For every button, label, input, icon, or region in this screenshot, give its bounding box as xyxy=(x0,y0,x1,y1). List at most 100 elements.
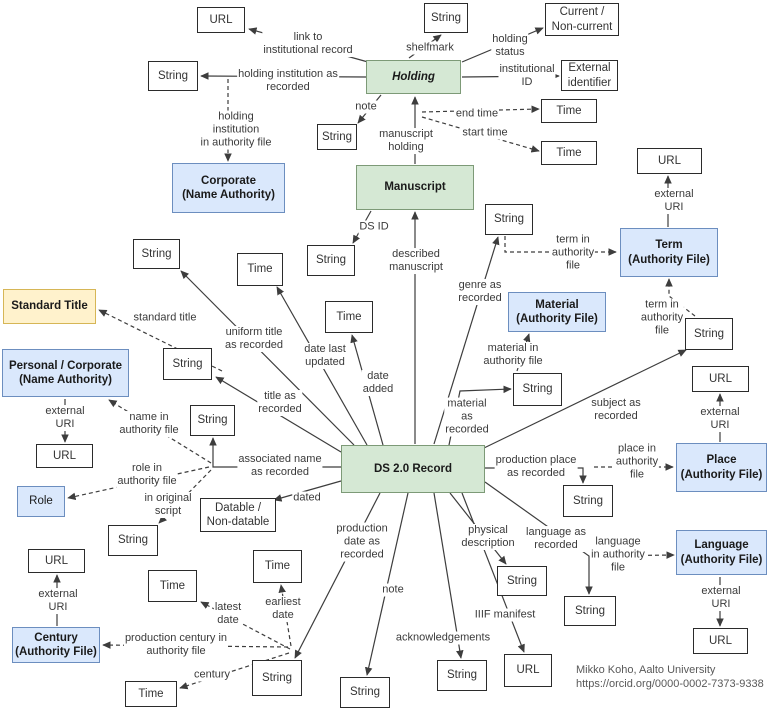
edge-uniform-title-as-recorded xyxy=(180,270,355,446)
edge-label-date-added: date added xyxy=(361,370,395,396)
edge-language-as-recorded xyxy=(484,481,593,595)
edge-label-manuscript-holding: manuscript holding xyxy=(378,128,434,154)
edge-label-external-uri-personal: external URI xyxy=(44,405,86,431)
edge-label-material-as-recorded: material as recorded xyxy=(444,397,490,437)
node-string-physical-description: String xyxy=(497,566,547,596)
node-string-original-script: String xyxy=(108,525,158,556)
edge-label-place-in-authority-file: place in authority file xyxy=(614,442,660,482)
edge-label-subject-as-recorded: subject as recorded xyxy=(590,397,642,423)
edge-label-production-date-as-recorded: production date as recorded xyxy=(335,522,389,562)
node-string-holding-institution: String xyxy=(148,61,198,91)
edge-label-physical-description: physical description xyxy=(460,524,516,550)
attribution-orcid: https://orcid.org/0000-0002-7373-9338 xyxy=(576,678,764,691)
node-string-ds-id: String xyxy=(307,245,355,276)
edge-term-in-authority-file-subject xyxy=(665,278,696,317)
node-string-title: String xyxy=(163,348,212,380)
edge-label-language-as-recorded: language as recorded xyxy=(525,526,587,552)
edge-label-shelfmark: shelfmark xyxy=(405,41,455,55)
edge-label-institutional-id: institutional ID xyxy=(498,63,556,89)
node-manuscript: Manuscript xyxy=(356,165,474,210)
edge-label-start-time: start time xyxy=(461,126,509,140)
node-role: Role xyxy=(17,486,65,517)
edge-label-earliest-date: earliest date xyxy=(264,596,302,622)
edge-label-production-place-as-recorded: production place as recorded xyxy=(494,454,578,480)
node-string-production-date: String xyxy=(252,660,302,696)
node-language-authority-file: Language (Authority File) xyxy=(676,530,767,575)
node-url-institutional: URL xyxy=(197,7,245,33)
edge-label-external-uri-language: external URI xyxy=(700,585,742,611)
node-string-acknowledgements: String xyxy=(437,660,487,691)
node-url-iiif: URL xyxy=(504,654,552,687)
edge-label-holding-institution-in-authority-file: holding institution in authority file xyxy=(199,110,273,150)
edge-subject-as-recorded xyxy=(483,349,687,449)
node-personal-corporate: Personal / Corporate (Name Authority) xyxy=(2,349,129,397)
node-url-personal: URL xyxy=(36,444,93,468)
node-string-subject: String xyxy=(685,318,733,350)
node-term-authority-file: Term (Authority File) xyxy=(620,228,718,277)
edge-label-dated: dated xyxy=(292,491,322,505)
edge-label-title-as-recorded: title as recorded xyxy=(257,390,303,416)
node-ds-record: DS 2.0 Record xyxy=(341,445,485,493)
edge-label-described-manuscript: described manuscript xyxy=(388,248,444,274)
edge-label-ds-id: DS ID xyxy=(358,220,390,234)
node-current-non-current: Current / Non-current xyxy=(545,3,619,36)
edge-term-in-authority-file-genre xyxy=(504,236,617,256)
edge-label-note-holding: note xyxy=(354,100,378,114)
node-time-century: Time xyxy=(125,681,177,707)
node-string-note-record: String xyxy=(340,677,390,708)
node-time-latest: Time xyxy=(148,570,197,602)
edge-production-date-as-recorded xyxy=(294,492,381,659)
node-time-date-last-updated: Time xyxy=(237,253,283,286)
edges-group xyxy=(53,27,724,690)
node-url-place: URL xyxy=(692,366,749,392)
edge-label-standard-title: standard title xyxy=(132,311,198,325)
edge-label-iiif-manifest: IIIF manifest xyxy=(473,608,537,622)
node-material-authority-file: Material (Authority File) xyxy=(508,292,606,332)
node-time-earliest: Time xyxy=(253,550,302,583)
edge-label-production-century-in-authority-file: production century in authority file xyxy=(123,632,229,658)
edge-label-material-in-authority-file: material in authority file xyxy=(482,342,544,368)
node-string-uniform-title: String xyxy=(133,239,180,269)
edge-label-language-in-authority-file: language in authority file xyxy=(590,535,646,575)
node-url-language: URL xyxy=(693,628,748,654)
node-url-century: URL xyxy=(28,549,85,573)
attribution: Mikko Koho, Aalto University https://orc… xyxy=(576,663,764,692)
node-string-material: String xyxy=(513,373,562,406)
node-place-authority-file: Place (Authority File) xyxy=(676,443,767,492)
node-holding: Holding xyxy=(366,60,461,94)
edge-label-term-in-authority-file-subject: term in authority file xyxy=(639,298,685,338)
edge-label-holding-status: holding status xyxy=(491,33,529,59)
edge-label-term-in-authority-file-genre: term in authority file xyxy=(550,233,596,273)
edge-label-link-to-institutional-record: link to institutional record xyxy=(262,31,354,57)
node-string-language: String xyxy=(564,596,616,626)
edge-century-edge xyxy=(179,652,290,690)
node-time-date-added: Time xyxy=(325,301,373,333)
node-string-note-holding: String xyxy=(317,124,357,150)
edge-acknowledgements xyxy=(433,492,464,659)
edge-label-genre-as-recorded: genre as recorded xyxy=(457,279,503,305)
edge-latest-date xyxy=(200,601,291,650)
node-time-end: Time xyxy=(541,99,597,123)
node-string-production-place: String xyxy=(563,485,613,517)
edge-label-role-in-authority-file: role in authority file xyxy=(116,462,178,488)
edge-label-associated-name-as-recorded: associated name as recorded xyxy=(237,453,323,479)
edge-label-acknowledgements: acknowledgements xyxy=(394,631,492,645)
node-url-term: URL xyxy=(637,148,702,174)
edge-iiif-manifest xyxy=(461,492,525,653)
node-external-identifier: External identifier xyxy=(561,60,618,91)
node-century-authority-file: Century (Authority File) xyxy=(12,627,100,663)
edge-label-holding-institution-as-recorded: holding institution as recorded xyxy=(237,68,339,94)
edge-label-name-in-authority-file: name in authority file xyxy=(118,411,180,437)
node-datable: Datable / Non-datable xyxy=(200,498,276,532)
edge-start-time xyxy=(421,116,540,153)
edge-label-date-last-updated: date last updated xyxy=(303,343,347,369)
edge-label-century: century xyxy=(192,668,232,682)
edge-label-external-uri-century: external URI xyxy=(37,588,79,614)
node-string-shelfmark: String xyxy=(424,3,468,33)
node-corporate-name-authority: Corporate (Name Authority) xyxy=(172,163,285,213)
edge-label-uniform-title-as-recorded: uniform title as recorded xyxy=(223,326,285,352)
node-string-genre: String xyxy=(485,204,533,235)
edge-label-end-time: end time xyxy=(454,107,500,121)
